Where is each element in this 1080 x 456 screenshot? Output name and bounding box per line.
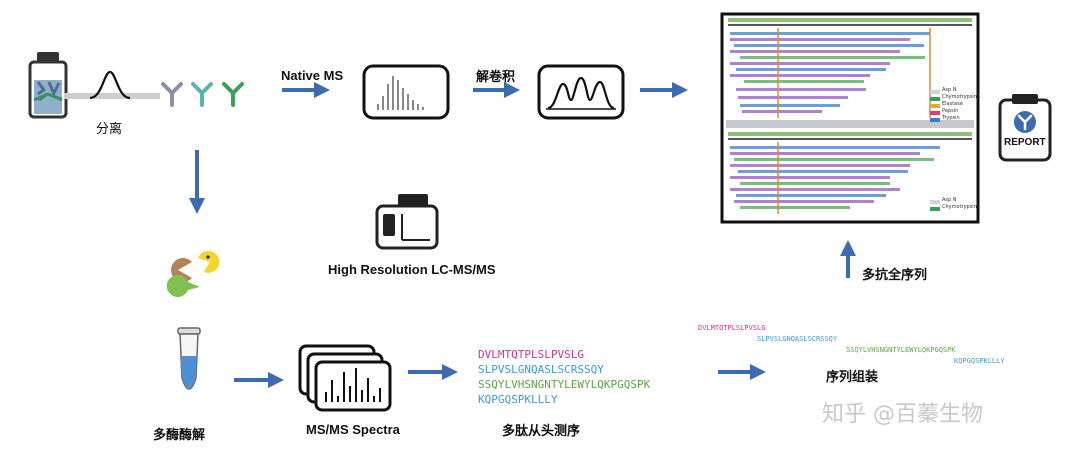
antibody-icons: [161, 82, 244, 107]
lcms-instrument-icon: [375, 194, 439, 250]
denovo-label: 多肽从头测序: [502, 424, 581, 439]
deconvolution-peaks-icon: [537, 64, 625, 120]
assembled-seq-4: KQPGQSPKLLLY: [954, 357, 1005, 365]
assembled-seq-3: SSQYLVHSNGNTYLEWYLQKPGQSPK: [846, 346, 956, 354]
report-label: REPORT: [1004, 137, 1046, 148]
legend-item: Trypsin: [942, 115, 960, 121]
sample-bottle-icon: [28, 52, 68, 119]
legend-item: Asp N: [942, 87, 957, 93]
legend-item: Asp N: [942, 197, 957, 203]
lcms-label: High Resolution LC-MS/MS: [328, 262, 496, 277]
legend-item: Chymotrypsin: [942, 204, 977, 210]
report-clipboard-icon: [998, 94, 1052, 162]
separation-peak-icon: [64, 70, 160, 100]
assembled-seq-2: SLPVSLGNQASLSCRSSQY: [757, 335, 838, 343]
flow-arrows: [189, 82, 856, 388]
separation-label: 分离: [96, 122, 123, 137]
enzyme-icons: [166, 250, 220, 297]
deconvolution-label: 解卷积: [476, 70, 516, 85]
peptide-seq-4: KQPGQSPKLLLY: [478, 393, 558, 406]
sequence-coverage-map: [720, 12, 980, 224]
legend-item: Pepsin: [942, 108, 959, 114]
coverage-legend-top: Asp N Chymotrypsin Elastase Pepsin Tryps…: [942, 87, 977, 122]
native-ms-label: Native MS: [281, 68, 344, 83]
multi-enzyme-label: 多酶酶解: [153, 428, 206, 443]
eppendorf-tube-icon: [177, 327, 201, 390]
msms-spectra-label: MS/MS Spectra: [306, 422, 400, 437]
msms-spectra-icon: [298, 344, 392, 412]
peptide-seq-1: DVLMTQTPLSLPVSLG: [478, 348, 584, 361]
watermark: 知乎 @百蓁生物: [822, 402, 983, 427]
native-ms-spectrum-icon: [362, 64, 450, 120]
peptide-seq-3: SSQYLVHSNGNTYLEWYLQKPGQSPK: [478, 378, 651, 391]
multi-antibody-label: 多抗全序列: [862, 268, 928, 283]
assembled-seq-1: DVLMTQTPLSLPVSLG: [698, 324, 766, 332]
legend-item: Elastase: [942, 101, 963, 107]
peptide-seq-2: SLPVSLGNQASLSCRSSQY: [478, 363, 604, 376]
assembly-label: 序列组装: [826, 370, 879, 385]
legend-item: Chymotrypsin: [942, 94, 977, 100]
coverage-legend-bottom: Asp N Chymotrypsin: [942, 197, 977, 211]
